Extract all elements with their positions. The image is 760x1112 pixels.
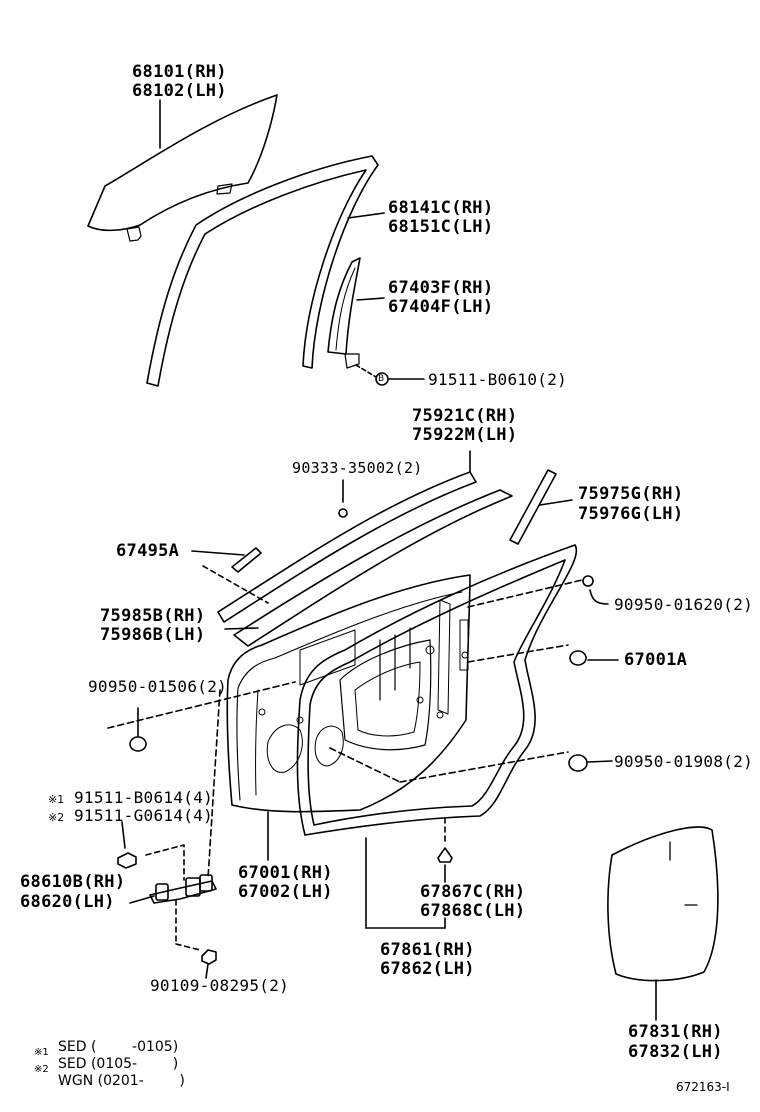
label-67495a: 67495A xyxy=(116,541,180,561)
dash-01506 xyxy=(107,681,296,729)
leader-bolt-channel xyxy=(355,364,377,378)
dash-01908-b xyxy=(399,751,569,783)
garnish xyxy=(509,469,557,545)
label-bolt-b0614: 91511-B0614(4) xyxy=(74,788,214,807)
label-nut-01620: 90950-01620(2) xyxy=(614,595,754,614)
label-channel-lh: 67404F(LH) xyxy=(388,297,494,317)
leader-check xyxy=(129,895,155,904)
cover-marks xyxy=(669,841,698,906)
dash-bolt-08295-2 xyxy=(175,943,201,951)
label-panel-rh: 67001(RH) xyxy=(238,863,333,883)
leader-67495a xyxy=(191,550,245,556)
mark-1: ※1 xyxy=(48,793,65,806)
label-bolt-channel: 91511-B0610(2) xyxy=(428,370,568,389)
mark-2: ※2 xyxy=(48,811,65,824)
door-check xyxy=(149,874,217,904)
plug-01506-icon xyxy=(129,736,147,752)
nut-icon xyxy=(582,575,594,587)
dash-check xyxy=(207,689,221,879)
footnote-1-mark: ※1 xyxy=(34,1047,49,1058)
dash-nut-01620 xyxy=(467,579,583,608)
label-run-rh: 68141C(RH) xyxy=(388,198,494,218)
seal-67495a xyxy=(231,547,262,573)
service-hole-cover xyxy=(607,826,719,982)
label-clip-90333: 90333-35002(2) xyxy=(292,459,423,477)
figure-id: 672163-I xyxy=(676,1080,730,1094)
door-panel xyxy=(226,574,471,813)
label-check-lh: 68620(LH) xyxy=(20,892,115,912)
dash-67001a xyxy=(467,644,569,663)
label-plug-01908: 90950-01908(2) xyxy=(614,752,754,771)
glass-run xyxy=(146,155,379,387)
plug-67001a-icon xyxy=(569,650,587,666)
footnote-2-text: SED (0105- ) xyxy=(58,1056,179,1072)
label-moulding-lh: 75922M(LH) xyxy=(412,425,518,445)
door-glass xyxy=(87,94,278,242)
label-plug-01506: 90950-01506(2) xyxy=(88,677,228,696)
bolt-b0614-icon xyxy=(117,852,137,869)
weatherstrip xyxy=(296,544,578,836)
clip-icon xyxy=(338,508,348,518)
footnote-3-text: WGN (0201- ) xyxy=(58,1073,185,1089)
label-channel-rh: 67403F(RH) xyxy=(388,278,494,298)
label-cover-lh: 67832(LH) xyxy=(628,1042,723,1062)
leader-moulding2 xyxy=(224,627,259,630)
leader-run xyxy=(347,212,385,219)
circle-b-icon xyxy=(375,372,389,386)
label-glass-rh: 68101(RH) xyxy=(132,62,227,82)
clip-67867c-icon xyxy=(437,847,453,863)
leader-nut-01620 xyxy=(589,589,609,605)
label-panel-lh: 67002(LH) xyxy=(238,882,333,902)
leader-bolt-b0614 xyxy=(121,821,126,849)
leader-bolt-08295 xyxy=(205,963,209,979)
label-67001a: 67001A xyxy=(624,650,688,670)
label-glass-lh: 68102(LH) xyxy=(132,81,227,101)
label-run-lh: 68151C(LH) xyxy=(388,217,494,237)
label-clip-lh: 67868C(LH) xyxy=(420,901,526,921)
label-garnish-rh: 75975G(RH) xyxy=(578,484,684,504)
label-weatherstrip-rh: 67861(RH) xyxy=(380,940,475,960)
label-bolt-08295: 90109-08295(2) xyxy=(150,976,290,995)
dash-bolt-b0614 xyxy=(145,844,185,881)
label-moulding-rh: 75921C(RH) xyxy=(412,406,518,426)
label-moulding2-lh: 75986B(LH) xyxy=(100,625,206,645)
footnote-2-mark: ※2 xyxy=(34,1064,49,1075)
label-bolt-g0614: 91511-G0614(4) xyxy=(74,806,214,825)
label-clip-rh: 67867C(RH) xyxy=(420,882,526,902)
label-weatherstrip-lh: 67862(LH) xyxy=(380,959,475,979)
leader-channel xyxy=(356,297,385,301)
label-cover-rh: 67831(RH) xyxy=(628,1022,723,1042)
outer-moulding xyxy=(217,471,513,647)
label-garnish-lh: 75976G(LH) xyxy=(578,504,684,524)
label-check-rh: 68610B(RH) xyxy=(20,872,126,892)
bolt-08295-icon xyxy=(201,949,217,965)
plug-01908-icon xyxy=(568,754,588,772)
label-moulding2-rh: 75985B(RH) xyxy=(100,606,206,626)
dash-67495a xyxy=(202,565,269,604)
circle-b-text: B xyxy=(378,374,385,384)
footnote-1-text: SED ( -0105) xyxy=(58,1039,179,1055)
leader-garnish xyxy=(539,499,573,506)
division-bar xyxy=(327,257,361,369)
dash-01908-a xyxy=(329,747,401,783)
leader-01908 xyxy=(587,760,613,763)
